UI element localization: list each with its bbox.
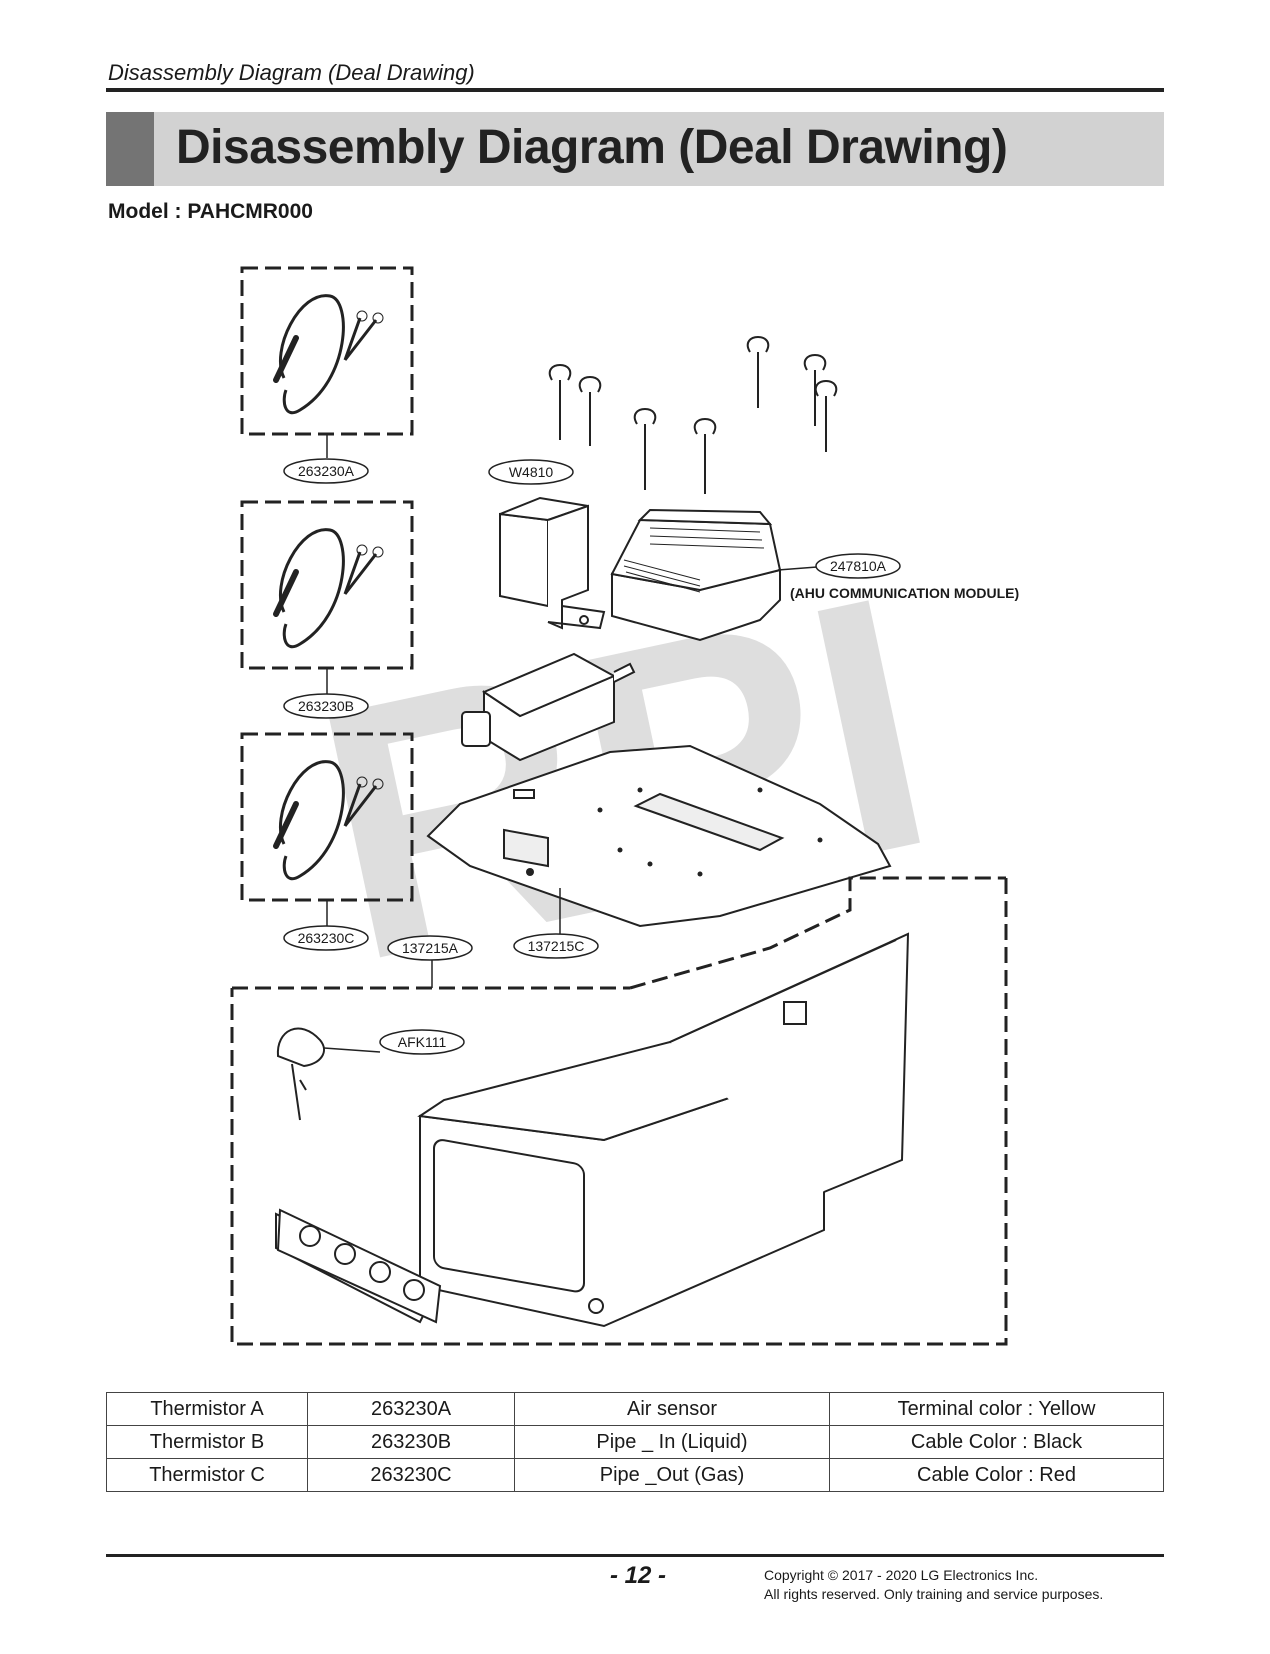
banner-accent-block bbox=[106, 112, 154, 186]
table-cell: Pipe _Out (Gas) bbox=[514, 1458, 830, 1492]
transformer-block bbox=[461, 652, 636, 762]
callout-afk111: AFK111 bbox=[398, 1034, 447, 1050]
copyright-line: Copyright © 2017 - 2020 LG Electronics I… bbox=[764, 1567, 1039, 1583]
table-cell: 263230A bbox=[307, 1392, 515, 1426]
disassembly-diagram: RPI bbox=[230, 266, 1019, 1346]
cable-clips bbox=[548, 336, 838, 494]
communication-module bbox=[610, 508, 782, 642]
mounting-plate bbox=[426, 744, 892, 928]
running-header-title: Disassembly Diagram (Deal Drawing) bbox=[108, 60, 475, 85]
enclosure-dashed-frame-top bbox=[629, 876, 1006, 990]
key-leader bbox=[323, 1047, 381, 1053]
key-part bbox=[276, 1027, 325, 1121]
callout-263230a: 263230A bbox=[298, 463, 355, 479]
table-cell: 263230C bbox=[307, 1458, 515, 1492]
rights-line: All rights reserved. Only training and s… bbox=[764, 1586, 1104, 1602]
parts-table: Thermistor A 263230A Air sensor Terminal… bbox=[106, 1392, 1164, 1492]
callout-ellipses bbox=[283, 458, 901, 1055]
callout-247810a: 247810A bbox=[830, 558, 887, 574]
enclosure-box bbox=[417, 932, 910, 1328]
footer-divider bbox=[106, 1554, 1164, 1557]
table-row: Thermistor B 263230B Pipe _ In (Liquid) … bbox=[106, 1425, 1164, 1459]
thermistor-b-box bbox=[240, 500, 414, 670]
gasket-plate bbox=[275, 1208, 442, 1324]
table-cell: Air sensor bbox=[514, 1392, 830, 1426]
callout-137215c: 137215C bbox=[528, 938, 585, 954]
table-cell: Cable Color : Black bbox=[829, 1425, 1164, 1459]
module-name-label: (AHU COMMUNICATION MODULE) bbox=[790, 585, 1019, 601]
table-cell: Thermistor C bbox=[106, 1458, 308, 1492]
section-title: Disassembly Diagram (Deal Drawing) bbox=[176, 121, 1008, 174]
callout-137215a: 137215A bbox=[402, 940, 459, 956]
callout-263230b: 263230B bbox=[298, 698, 354, 714]
thermistor-a-box bbox=[240, 266, 414, 436]
table-cell: Cable Color : Red bbox=[829, 1458, 1164, 1492]
callout-263230c: 263230C bbox=[298, 930, 355, 946]
table-cell: Pipe _ In (Liquid) bbox=[514, 1425, 830, 1459]
page-number: - 12 - bbox=[610, 1562, 667, 1589]
table-cell: 263230B bbox=[307, 1425, 515, 1459]
section-banner: Disassembly Diagram (Deal Drawing) bbox=[106, 112, 1164, 186]
copyright-notice: Copyright © 2017 - 2020 LG Electronics I… bbox=[764, 1566, 1103, 1604]
bracket-w4810 bbox=[499, 496, 606, 630]
table-row: Thermistor C 263230C Pipe _Out (Gas) Cab… bbox=[106, 1458, 1164, 1492]
header-divider bbox=[106, 88, 1164, 92]
enclosure-dashed-frame bbox=[230, 878, 1008, 1346]
table-cell: Thermistor B bbox=[106, 1425, 308, 1459]
model-label: Model : PAHCMR000 bbox=[108, 200, 313, 223]
callout-w4810: W4810 bbox=[509, 464, 554, 480]
table-cell: Thermistor A bbox=[106, 1392, 308, 1426]
table-row: Thermistor A 263230A Air sensor Terminal… bbox=[106, 1392, 1164, 1426]
table-cell: Terminal color : Yellow bbox=[829, 1392, 1164, 1426]
